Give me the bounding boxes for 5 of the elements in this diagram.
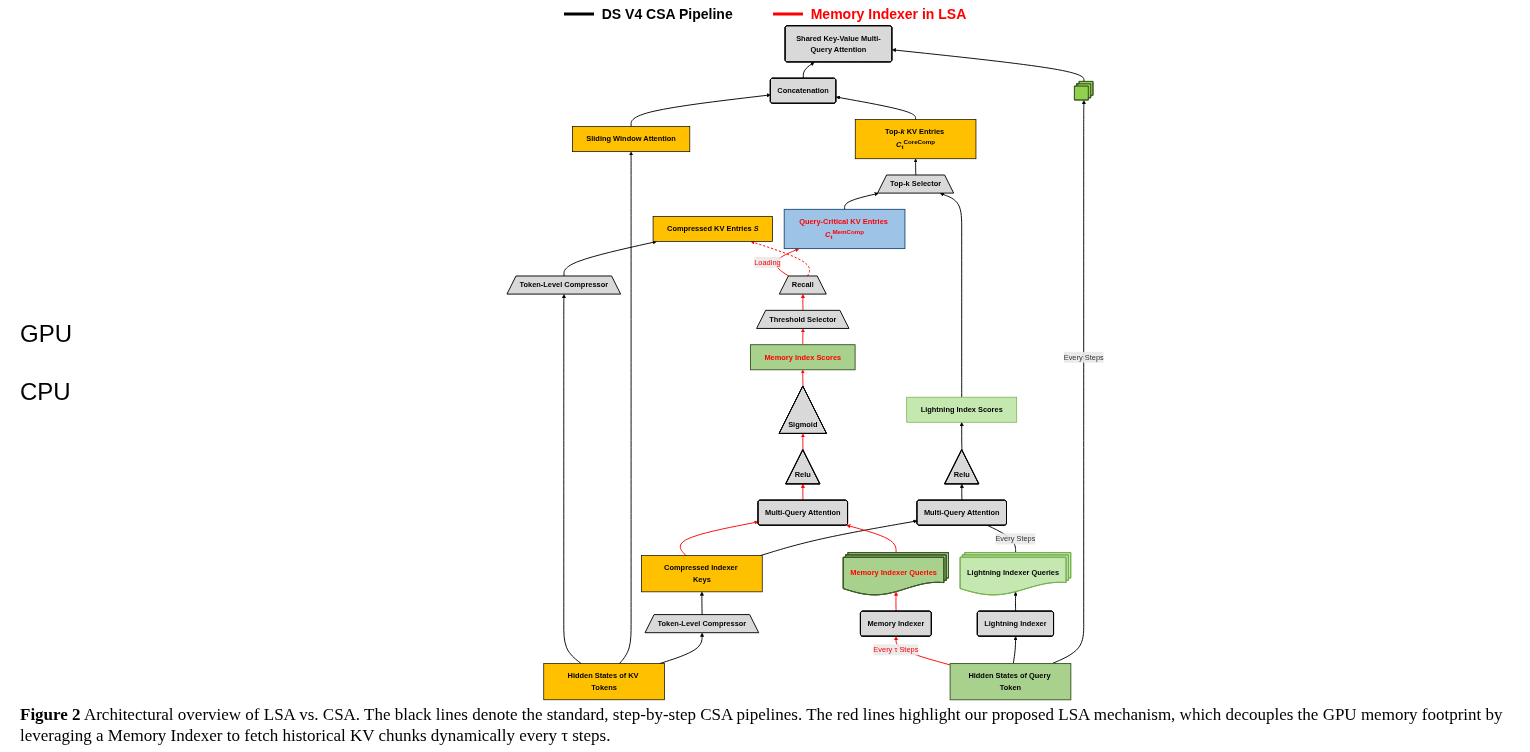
region-label: CPU — [20, 377, 72, 406]
legend-text: DS V4 CSA Pipeline — [601, 6, 733, 22]
region-label: GPU — [20, 319, 73, 348]
legend-text: Memory Indexer in LSA — [810, 6, 967, 22]
figure-caption: Figure 2 Architectural overview of LSA vs. CSA. The black lines denote the standard, step-by-step CSA pipelines. The red lines highlight our proposed LSA mechanism, which decouples the GPU memory footprint by leveraging a Memory Indexer to fetch historical KV chunks dynamically every τ steps. — [20, 703, 1504, 746]
